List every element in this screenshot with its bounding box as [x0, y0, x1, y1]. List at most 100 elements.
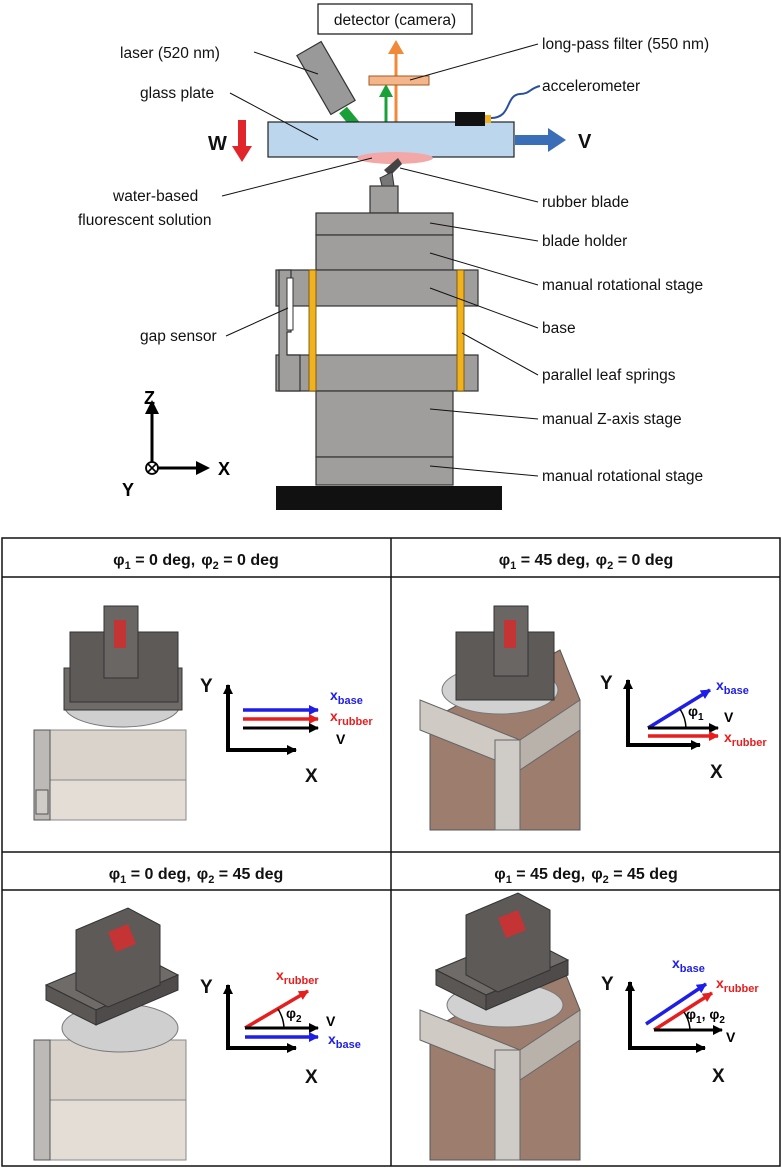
rubber-blade — [384, 158, 402, 176]
panel-1-xbase-label: xbase — [330, 687, 363, 707]
blade-mount — [369, 185, 399, 214]
panel-1-header: φ1 = 0 deg,φ2 = 0 deg — [113, 552, 279, 572]
solution-leader — [221, 157, 373, 197]
v-label: V — [578, 131, 592, 153]
laser-label: laser (520 nm) — [120, 45, 220, 62]
panel-1: φ1 = 0 deg,φ2 = 0 deg Y X xbase xrubber … — [33, 552, 373, 821]
gap-sensor-leader — [225, 307, 289, 337]
panel-3-render — [33, 907, 187, 1161]
accelerometer-label: accelerometer — [542, 78, 640, 95]
solution-label-line1: water-based — [112, 188, 198, 205]
panel-1-x-label: X — [305, 766, 318, 787]
filter-label: long-pass filter (550 nm) — [542, 36, 709, 53]
detector-label: detector (camera) — [334, 12, 456, 29]
blade-holder-leader — [429, 222, 539, 242]
panel-4-angle-label: φ1, φ2 — [686, 1006, 725, 1026]
blade-clip — [379, 171, 395, 187]
leaf-springs-label: parallel leaf springs — [542, 367, 676, 384]
panel-3: φ1 = 0 deg,φ2 = 45 deg Y X xrubber φ2 V … — [33, 866, 361, 1161]
glass-plate-leader — [229, 92, 319, 141]
gap-sensor-probe — [286, 277, 294, 331]
panel-4-y-label: Y — [601, 974, 614, 995]
x-axis-head — [196, 461, 210, 475]
rubber-blade-label: rubber blade — [542, 194, 629, 211]
panel-3-xrubber-arrow — [244, 989, 309, 1030]
panel-3-header: φ1 = 0 deg,φ2 = 45 deg — [109, 866, 284, 886]
leaf-spring-left — [308, 269, 317, 392]
laser-body — [296, 40, 356, 116]
panel-4-xbase-label: xbase — [672, 955, 705, 975]
panel-2-angle-label: φ1 — [688, 703, 704, 723]
rot-stage-bottom-leader — [429, 465, 539, 477]
base-block — [275, 269, 479, 307]
z-stage-leader — [429, 408, 539, 420]
schematic: detector (camera) W V — [78, 3, 709, 510]
panel-4-x-label: X — [712, 1066, 725, 1087]
blade-holder-block — [315, 212, 454, 236]
panel-3-angle-arc — [277, 1008, 285, 1029]
x-axis-label: X — [218, 459, 230, 479]
z-axis-label: Z — [144, 388, 155, 408]
w-arrowhead — [232, 146, 252, 162]
panel-3-v-label: V — [326, 1013, 336, 1029]
panel-2-v-label: V — [724, 709, 734, 725]
panel-2-xbase-arrow — [647, 688, 711, 730]
laser-leader — [253, 51, 319, 75]
emission-arrowhead — [388, 40, 404, 54]
panel-1-y-label: Y — [200, 676, 213, 697]
glass-plate-label: glass plate — [140, 85, 214, 102]
panel-2-header: φ1 = 45 deg,φ2 = 0 deg — [499, 552, 674, 572]
v-arrow-shaft — [515, 135, 549, 145]
rot-stage-top-leader — [429, 252, 539, 286]
accelerometer-cable — [490, 85, 541, 119]
panel-4-header: φ1 = 45 deg,φ2 = 45 deg — [494, 866, 677, 886]
panel-4-xbase-arrow — [645, 982, 707, 1026]
rotational-stage-bottom-block — [315, 456, 454, 486]
panel-4: φ1 = 45 deg,φ2 = 45 deg Y X xbase xrubbe… — [419, 866, 759, 1161]
z-axis-head — [145, 400, 159, 414]
panel-1-render — [33, 605, 187, 821]
accelerometer-tip — [485, 115, 491, 123]
rotational-stage-top-block — [315, 234, 454, 271]
blade-holder-label: blade holder — [542, 233, 627, 250]
panel-2-render — [419, 605, 581, 831]
ground-plate — [276, 486, 502, 510]
panel-1-xrubber-label: xrubber — [330, 708, 373, 728]
panel-grid — [1, 537, 781, 1167]
z-stage-label: manual Z-axis stage — [542, 411, 682, 428]
rubber-blade-leader — [399, 167, 539, 203]
panel-2-angle-arc — [679, 708, 687, 729]
panel-3-xbase-label: xbase — [328, 1031, 361, 1051]
glass-plate — [267, 121, 515, 158]
rot-stage-bottom-label: manual rotational stage — [542, 468, 703, 485]
base-leader — [429, 287, 539, 329]
leaf-springs-leader — [461, 332, 539, 376]
panel-4-xrubber-label: xrubber — [716, 975, 759, 995]
y-axis-label: Y — [122, 480, 134, 500]
panel-2-xbase-label: xbase — [716, 677, 749, 697]
base-label: base — [542, 320, 576, 337]
panel-3-angle-label: φ2 — [286, 1005, 302, 1025]
leaf-spring-right — [456, 269, 465, 392]
z-axis-stage-block — [315, 390, 454, 458]
fluorescent-solution — [357, 152, 433, 164]
panel-3-x-label: X — [305, 1067, 318, 1088]
panel-4-angle-arc — [683, 1011, 691, 1031]
w-arrow-shaft — [238, 120, 246, 148]
panel-3-xrubber-label: xrubber — [276, 967, 319, 987]
rot-stage-top-label: manual rotational stage — [542, 277, 703, 294]
panel-2-xrubber-label: xrubber — [724, 729, 767, 749]
v-arrowhead — [548, 128, 566, 152]
y-axis-cross — [147, 463, 157, 473]
green-arrowhead — [379, 84, 393, 97]
accelerometer-body — [455, 112, 485, 126]
panel-4-render — [419, 892, 581, 1161]
lower-base-block — [275, 354, 479, 392]
panel-2-x-label: X — [710, 762, 723, 783]
filter-leader — [409, 43, 539, 81]
panel-2-y-label: Y — [600, 673, 613, 694]
long-pass-filter — [368, 75, 430, 86]
detector-box — [317, 3, 473, 35]
panel-4-xrubber-arrow — [653, 991, 713, 1032]
